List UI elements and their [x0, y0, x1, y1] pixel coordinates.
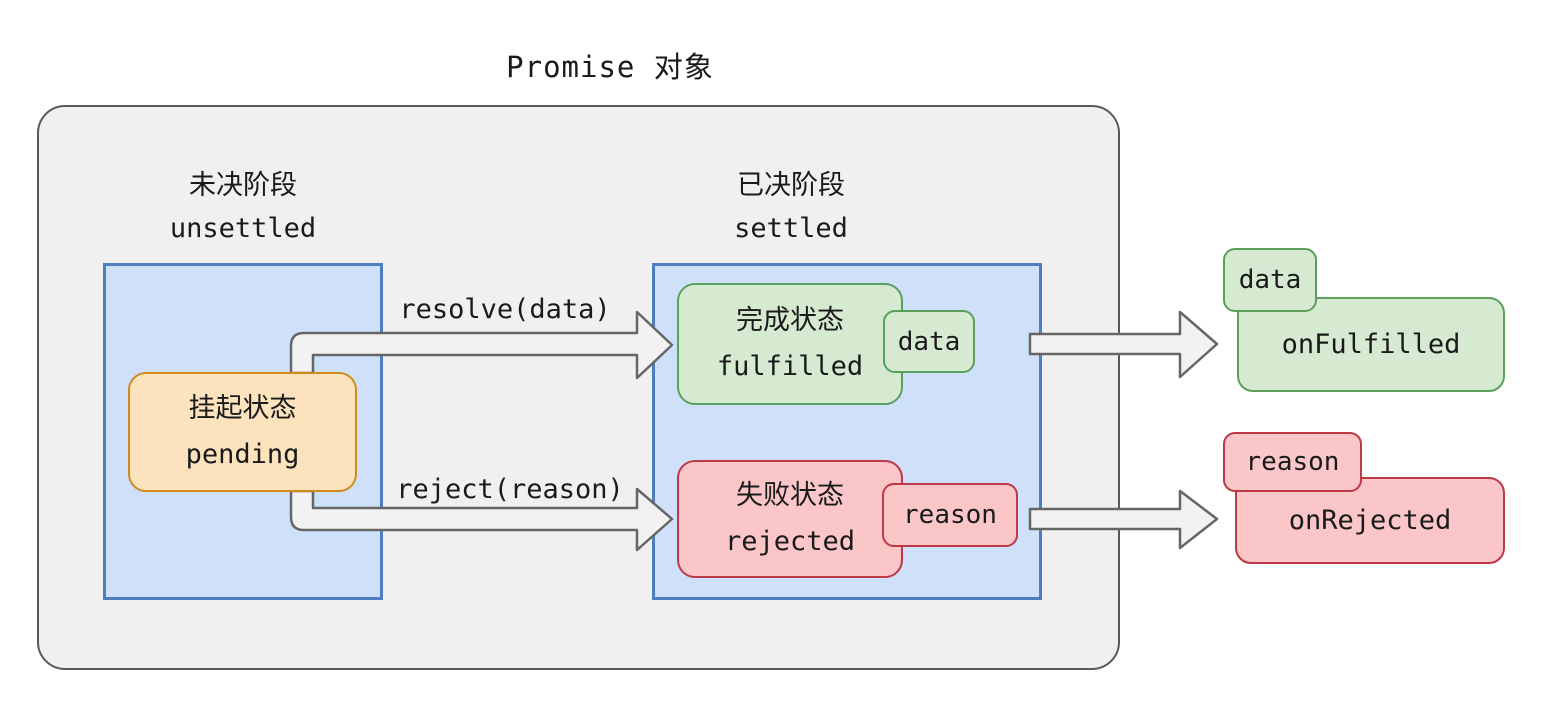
- pending-state-label-en: pending: [185, 439, 300, 470]
- onrejected-handler-label: onRejected: [1288, 505, 1452, 536]
- onfulfilled-data-tag: data: [1223, 248, 1317, 312]
- rejected-state-label-zh: 失败状态: [736, 480, 844, 511]
- rejected-state-box: 失败状态 rejected: [677, 460, 903, 578]
- unsettled-stage-label-en: unsettled: [169, 213, 317, 244]
- pending-state-box: 挂起状态 pending: [128, 372, 357, 492]
- onrejected-reason-tag: reason: [1223, 432, 1362, 492]
- onfulfilled-handler-label: onFulfilled: [1281, 329, 1461, 360]
- unsettled-stage-label-zh: 未决阶段: [189, 170, 297, 201]
- resolve-transition-label: resolve(data): [399, 294, 611, 325]
- settled-stage-label-zh: 已决阶段: [737, 170, 845, 201]
- fulfilled-state-box: 完成状态 fulfilled: [677, 283, 903, 405]
- rejected-reason-tag: reason: [882, 483, 1018, 547]
- fulfilled-data-tag: data: [883, 310, 975, 373]
- fulfilled-state-label-zh: 完成状态: [736, 305, 844, 336]
- reject-transition-label: reject(reason): [396, 474, 624, 505]
- rejected-state-label-en: rejected: [724, 526, 856, 557]
- fulfilled-state-label-en: fulfilled: [716, 351, 864, 382]
- onfulfilled-handler-box: onFulfilled: [1237, 297, 1505, 392]
- pending-state-label-zh: 挂起状态: [188, 393, 297, 424]
- diagram-title: Promise 对象: [506, 50, 714, 84]
- settled-stage-label-en: settled: [734, 213, 848, 244]
- onrejected-handler-box: onRejected: [1235, 477, 1505, 564]
